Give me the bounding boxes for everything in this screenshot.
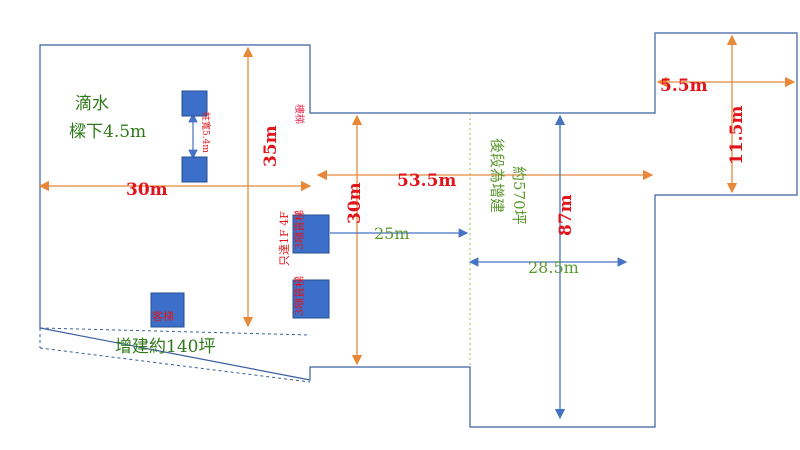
dim-53-5m-label: 53.5m [397, 171, 456, 191]
dim-30m-mid-label: 30m [345, 182, 365, 224]
column-span-label: 柱寬5.4m [200, 112, 212, 153]
column-bottom [181, 156, 208, 183]
freight-elevator-1 [292, 214, 330, 254]
freight-elevator-1-label: 3噸貨梯 [292, 210, 306, 250]
dim-35m-label: 35m [261, 125, 281, 167]
dim-5-5m-label: 5.5m [660, 76, 708, 96]
rear-section-line2: 約570坪 [510, 166, 528, 225]
passenger-elevator [150, 292, 185, 328]
dim-11-5m-label: 11.5m [727, 106, 747, 165]
stairs-label: 樓梯 [293, 104, 306, 124]
under-beam-label: 樑下4.5m [69, 122, 146, 142]
rear-section-line1: 後段為增建 [488, 138, 506, 213]
passenger-elevator-label: 客梯 [152, 309, 174, 323]
dim-28-5m-label: 28.5m [528, 258, 579, 277]
column-top [181, 90, 208, 117]
dim-87m-label: 87m [556, 194, 576, 236]
drip-label: 滴水 [75, 94, 109, 114]
only-1f-4f-label: 只達1F 4F [278, 211, 291, 266]
building-outline [39, 32, 798, 428]
dim-25m-label: 25m [374, 224, 410, 243]
freight-elevator-2 [292, 279, 330, 319]
dim-30m-left-label: 30m [126, 180, 168, 200]
extension-label: 增建約140坪 [115, 337, 215, 357]
freight-elevator-2-label: 3噸貨梯 [292, 276, 306, 316]
